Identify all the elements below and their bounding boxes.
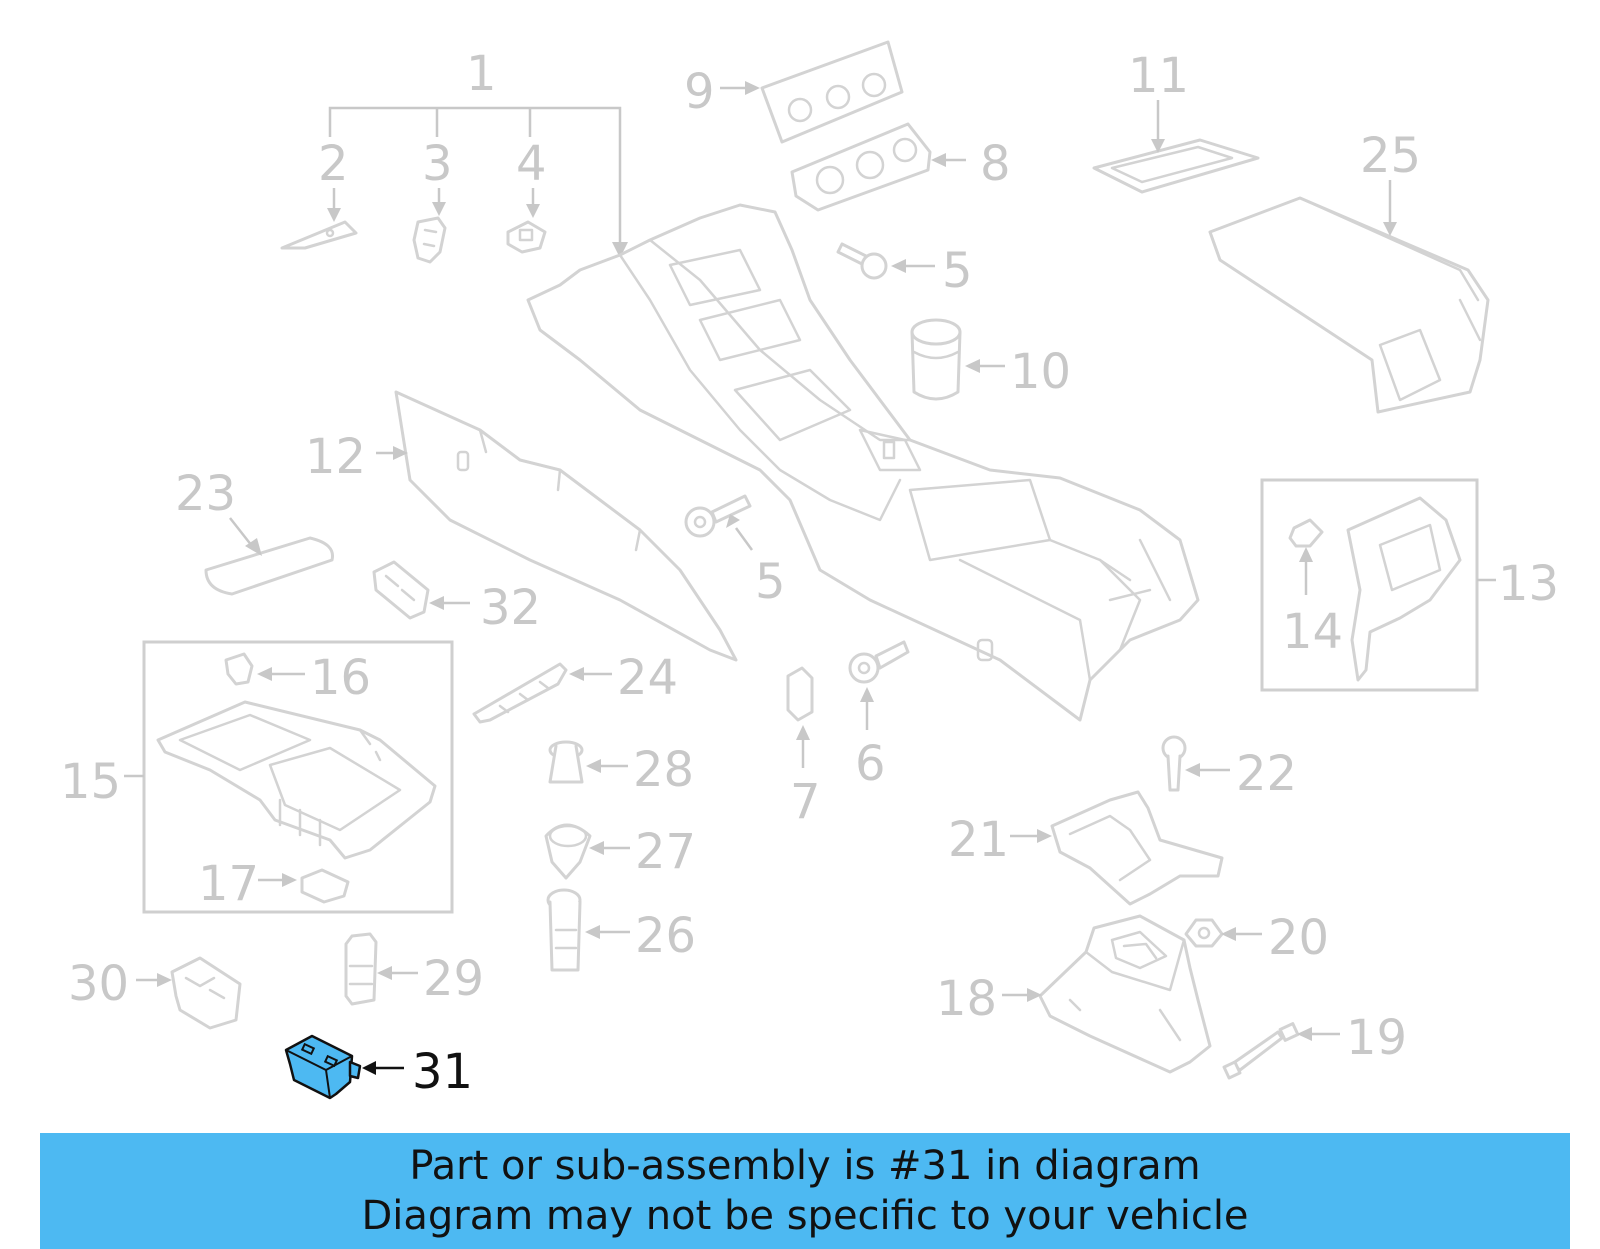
callout-16: 16: [310, 650, 371, 706]
callout-7: 7: [790, 774, 821, 830]
callout-21: 21: [948, 812, 1009, 868]
part-8: 8: [790, 122, 1011, 212]
callout-15: 15: [60, 754, 121, 810]
part-13-group: 13: [1260, 478, 1559, 692]
part-30: 30: [68, 956, 242, 1030]
callout-4: 4: [516, 136, 547, 192]
part-17: 17: [198, 856, 350, 912]
callout-1: 1: [466, 46, 497, 102]
callout-10: 10: [1010, 344, 1071, 400]
callout-2: 2: [318, 136, 349, 192]
frame-13: [1260, 478, 1479, 692]
part-5a: 5: [836, 242, 973, 299]
callout-32: 32: [480, 580, 541, 636]
callout-13: 13: [1498, 556, 1559, 612]
callout-12: 12: [305, 429, 366, 485]
part-19: 19: [1222, 1010, 1407, 1080]
part-15-group: 15: [60, 640, 454, 914]
part-28: 28: [548, 740, 694, 798]
callout-25: 25: [1360, 128, 1421, 184]
arrowhead-31: [362, 1061, 376, 1075]
callout-3: 3: [422, 136, 453, 192]
bracket-1: [328, 106, 622, 137]
callout-26: 26: [635, 908, 696, 964]
part-32: 32: [372, 560, 541, 636]
callout-20: 20: [1268, 910, 1329, 966]
callout-5a: 5: [942, 243, 973, 299]
callout-14: 14: [1282, 604, 1343, 660]
callout-29: 29: [423, 951, 484, 1007]
part-31-highlighted[interactable]: 31: [284, 1034, 473, 1100]
part-6: 6: [848, 640, 910, 792]
part-14: 14: [1282, 518, 1343, 660]
callout-23: 23: [175, 466, 236, 522]
callout-24: 24: [617, 650, 678, 706]
info-banner: Part or sub-assembly is #31 in diagram D…: [40, 1133, 1570, 1249]
banner-line-part-number: Part or sub-assembly is #31 in diagram: [409, 1143, 1201, 1189]
arrowhead-1: [612, 242, 628, 258]
callout-8: 8: [980, 136, 1011, 192]
part-9: 9: [684, 40, 904, 144]
part-10: 10: [910, 318, 1071, 401]
part-11: 11: [1092, 48, 1260, 194]
part-29: 29: [344, 932, 484, 1007]
part-7: 7: [786, 666, 821, 830]
callout-11: 11: [1128, 48, 1189, 104]
callout-19: 19: [1346, 1010, 1407, 1066]
part-3: 3: [412, 136, 453, 264]
callout-9: 9: [684, 64, 715, 120]
part-5b: 5: [684, 494, 786, 610]
callout-28: 28: [633, 742, 694, 798]
callout-1-group: 1: [328, 46, 628, 258]
part-24: 24: [472, 650, 678, 724]
part-23: 23: [175, 466, 335, 596]
part-1-center-console: [526, 203, 1200, 722]
part-27: 27: [544, 823, 696, 880]
part-16: 16: [224, 650, 371, 706]
callout-27: 27: [635, 824, 696, 880]
callout-5b: 5: [755, 554, 786, 610]
callout-22: 22: [1236, 746, 1297, 802]
callout-30: 30: [68, 956, 129, 1012]
part-25: 25: [1208, 128, 1490, 414]
part-18: 18: [936, 914, 1212, 1074]
part-22: 22: [1161, 735, 1297, 802]
callout-6: 6: [855, 736, 886, 792]
part-2: 2: [280, 136, 358, 250]
callout-31: 31: [412, 1044, 473, 1100]
callout-17: 17: [198, 856, 259, 912]
callout-18: 18: [936, 971, 997, 1027]
part-21: 21: [948, 790, 1224, 906]
part-20: 20: [1184, 910, 1329, 966]
part-12: 12: [305, 390, 738, 662]
part-4: 4: [506, 136, 547, 254]
banner-line-disclaimer: Diagram may not be specific to your vehi…: [361, 1193, 1249, 1239]
part-26: 26: [546, 888, 696, 972]
